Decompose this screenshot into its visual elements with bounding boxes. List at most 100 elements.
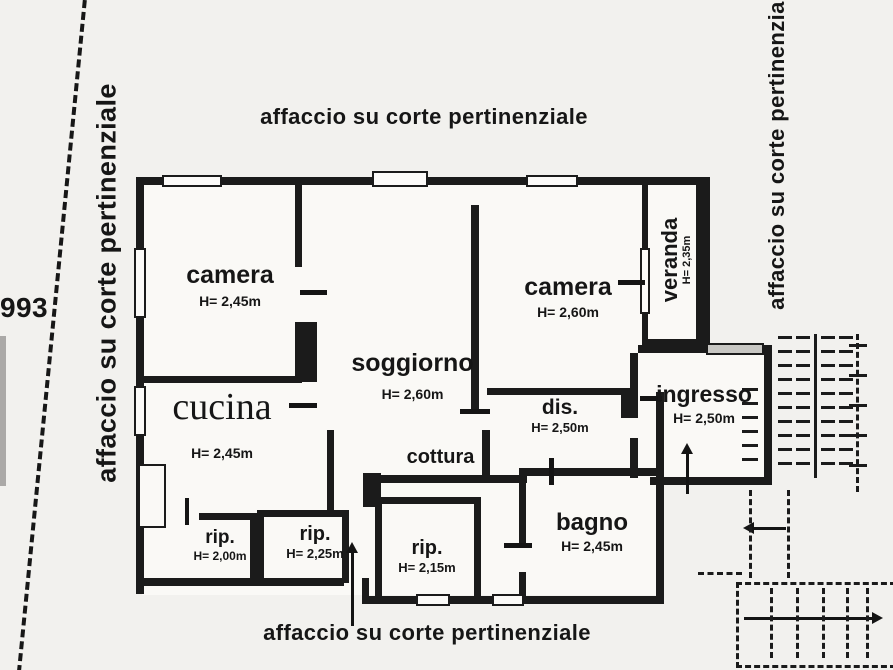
scan-smudge [0,336,6,486]
arrow-shaft [351,552,354,626]
wall [362,578,369,604]
window-marker [416,594,450,606]
arrow-head-icon [346,542,358,553]
window-marker [706,343,764,355]
room-name: rip. [205,527,235,548]
room-label-camera-1: camera H= 2,45m [150,262,310,309]
wall [519,468,526,548]
wall [638,345,772,353]
door-dash [504,543,532,548]
window-marker [134,248,146,318]
room-label-camera-2: camera H= 2,60m [488,274,648,320]
caption-bottom: affaccio su corte pertinenziale [263,620,591,645]
wall [250,513,257,583]
door-dash [289,403,317,408]
room-label-veranda: veranda H= 2,35m [657,185,694,335]
arrow-shaft [686,452,689,494]
caption-top: affaccio su corte pertinenziale [260,104,588,129]
wall [342,510,349,583]
wall [136,578,344,586]
wall [519,572,526,602]
room-name: bagno [556,509,628,536]
room-height: H= 2,15m [398,560,456,575]
door-dash [460,409,490,414]
wall [764,345,772,485]
wall [487,388,627,395]
wall [375,497,382,601]
caption-left: affaccio su corte pertinenziale [91,83,122,483]
room-name: rip. [411,537,443,559]
wall [650,477,772,485]
caption-right: affaccio su corte pertinenziale [764,0,789,310]
wall [474,497,481,601]
room-name: cucina [172,386,272,428]
window-marker [162,175,222,187]
stair-hatch [742,388,758,472]
room-height: H= 2,50m [531,420,589,436]
room-height: H= 2,45m [561,538,623,555]
door-dash [618,280,645,285]
room-name: camera [186,261,274,289]
room-name: veranda [657,217,683,303]
room-name: rip. [299,523,331,545]
room-height: H= 2,60m [381,386,444,403]
room-label-rip-1: rip. H= 2,00m [182,528,258,563]
stair-hatch [778,336,792,476]
veranda-interior [644,183,704,341]
room-name: camera [524,273,612,301]
room-height: H= 2,45m [191,444,253,461]
room-height: H= 2,35m [681,235,694,285]
wall [642,339,710,347]
stair-step-dashed [866,588,869,658]
room-label-rip-3: rip. H= 2,15m [381,538,473,575]
room-label-ingresso: ingresso H= 2,50m [644,382,764,426]
stair-stringer-line [814,334,817,478]
wall [144,376,302,383]
stair-step-dashed [770,588,773,658]
landing-dashed-line [749,490,752,578]
wall [656,392,664,604]
wall [630,438,638,478]
room-label-soggiorno: soggiorno H= 2,60m [325,350,500,402]
wall [257,510,349,517]
wall [381,475,527,483]
arrow-head-icon [872,612,883,624]
arrow-shaft [752,527,786,530]
wall [136,177,144,594]
stair-rail-ticks [849,344,867,484]
wall-niche [138,464,166,528]
parcel-number: 993 [0,292,48,323]
lower-staircase-outline [736,582,893,668]
door-dash [185,498,189,525]
window-marker [492,594,524,606]
room-name: cottura [406,446,475,468]
wall [199,513,257,520]
door-dash [300,290,327,295]
room-label-dis: dis. H= 2,50m [515,396,605,436]
room-name: ingresso [656,381,752,407]
room-height: H= 2,25m [286,546,344,561]
room-name: dis. [541,396,579,419]
window-marker [526,175,578,187]
room-height: H= 2,60m [537,304,599,321]
window-marker [372,171,428,187]
arrow-shaft [744,617,874,620]
wall [696,177,710,345]
wall [295,322,317,382]
door-dash [640,396,662,401]
room-label-rip-2: rip. H= 2,25m [271,524,359,561]
room-height: H= 2,50m [673,410,735,427]
arrow-head-icon [681,443,693,454]
stair-step-dashed [846,588,849,658]
stair-step-dashed [796,588,799,658]
wall [519,468,660,476]
arrow-head-icon [743,522,754,534]
parcel-boundary-dashed-line [15,0,88,670]
wall [375,497,481,504]
stair-hatch [796,336,810,476]
room-height: H= 2,00m [193,548,247,563]
wall [327,430,334,515]
room-height: H= 2,45m [199,293,261,310]
room-name: soggiorno [351,349,474,377]
